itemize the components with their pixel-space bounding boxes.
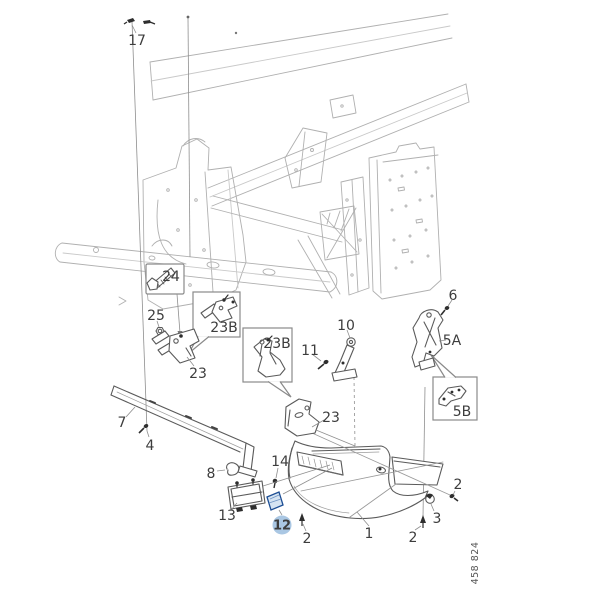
callout-label-6[interactable]: 6 xyxy=(449,288,458,304)
bumper-cover-part-1[interactable] xyxy=(287,432,451,520)
callout-label-25[interactable]: 25 xyxy=(147,308,165,324)
callout-label-2b[interactable]: 2 xyxy=(409,530,418,546)
bumper-end-flange xyxy=(391,456,444,486)
pin-part-2b[interactable] xyxy=(420,515,426,528)
callout-labels: 17 24 25 23B 23B 23 23 11 10 6 5A 5B 7 4… xyxy=(118,33,472,547)
callout-label-2c[interactable]: 2 xyxy=(454,477,463,493)
bolt-part-24[interactable] xyxy=(146,267,176,291)
clip-part-8[interactable] xyxy=(226,462,240,476)
bracket-part-5b-boxed[interactable] xyxy=(438,385,467,407)
trim-part-12-highlighted[interactable] xyxy=(266,491,284,511)
callout-label-24[interactable]: 24 xyxy=(162,269,180,285)
reference-lines xyxy=(131,15,426,518)
callout-label-3[interactable]: 3 xyxy=(433,511,442,527)
callout-label-4[interactable]: 4 xyxy=(146,438,155,454)
badge-circle xyxy=(272,515,292,535)
screw-part-4[interactable] xyxy=(138,423,149,434)
recess-hatching xyxy=(301,455,335,471)
bracket-part-23b-boxed-2[interactable] xyxy=(253,335,286,378)
callout-label-8[interactable]: 8 xyxy=(207,466,216,482)
callout-label-17[interactable]: 17 xyxy=(128,33,146,49)
bracket-part-23-right[interactable] xyxy=(284,398,320,437)
screw-part-6[interactable] xyxy=(440,305,450,316)
callout-label-14[interactable]: 14 xyxy=(271,454,289,470)
callout-label-5b[interactable]: 5B xyxy=(453,404,472,420)
bracket-part-23-left[interactable] xyxy=(151,328,200,364)
leader-lines xyxy=(125,24,456,532)
callout-label-12: 12 xyxy=(273,519,291,534)
callout-label-1[interactable]: 1 xyxy=(365,526,374,542)
reflector-housing-part-13[interactable] xyxy=(227,478,266,512)
callout-label-23-left[interactable]: 23 xyxy=(189,366,207,382)
bracket-part-5a[interactable] xyxy=(411,309,444,371)
bracket-part-23b-boxed-1[interactable] xyxy=(200,294,238,323)
callout-label-13[interactable]: 13 xyxy=(218,508,236,524)
sill-molding-part-7[interactable] xyxy=(110,385,258,478)
callout-label-23b-1[interactable]: 23B xyxy=(210,320,237,336)
callout-label-10[interactable]: 10 xyxy=(337,318,355,334)
callout-label-7[interactable]: 7 xyxy=(118,415,127,431)
callout-label-2a[interactable]: 2 xyxy=(303,531,312,547)
callout-pointer-23b-2 xyxy=(267,381,292,398)
chassis-frame-art xyxy=(54,13,470,310)
screws-17[interactable] xyxy=(123,18,156,25)
screw-part-11[interactable] xyxy=(317,359,329,370)
callout-label-23-right[interactable]: 23 xyxy=(322,410,340,426)
mount-dashed-line xyxy=(353,376,356,447)
pin-part-2a[interactable] xyxy=(299,513,305,526)
callout-label-11[interactable]: 11 xyxy=(301,343,319,359)
bracket-part-10[interactable] xyxy=(331,337,358,382)
screw-icon-17a xyxy=(127,18,135,23)
callout-label-5a[interactable]: 5A xyxy=(443,333,462,349)
highlighted-callout-badge-12[interactable]: 12 xyxy=(272,515,292,535)
figure-number: 458 824 xyxy=(470,542,481,585)
clip-icon-17b xyxy=(143,20,151,24)
callout-boxes xyxy=(145,263,478,421)
clip-part-14[interactable] xyxy=(272,478,278,489)
callout-label-23b-2[interactable]: 23B xyxy=(263,336,290,352)
grommet-part-3[interactable] xyxy=(425,493,435,504)
